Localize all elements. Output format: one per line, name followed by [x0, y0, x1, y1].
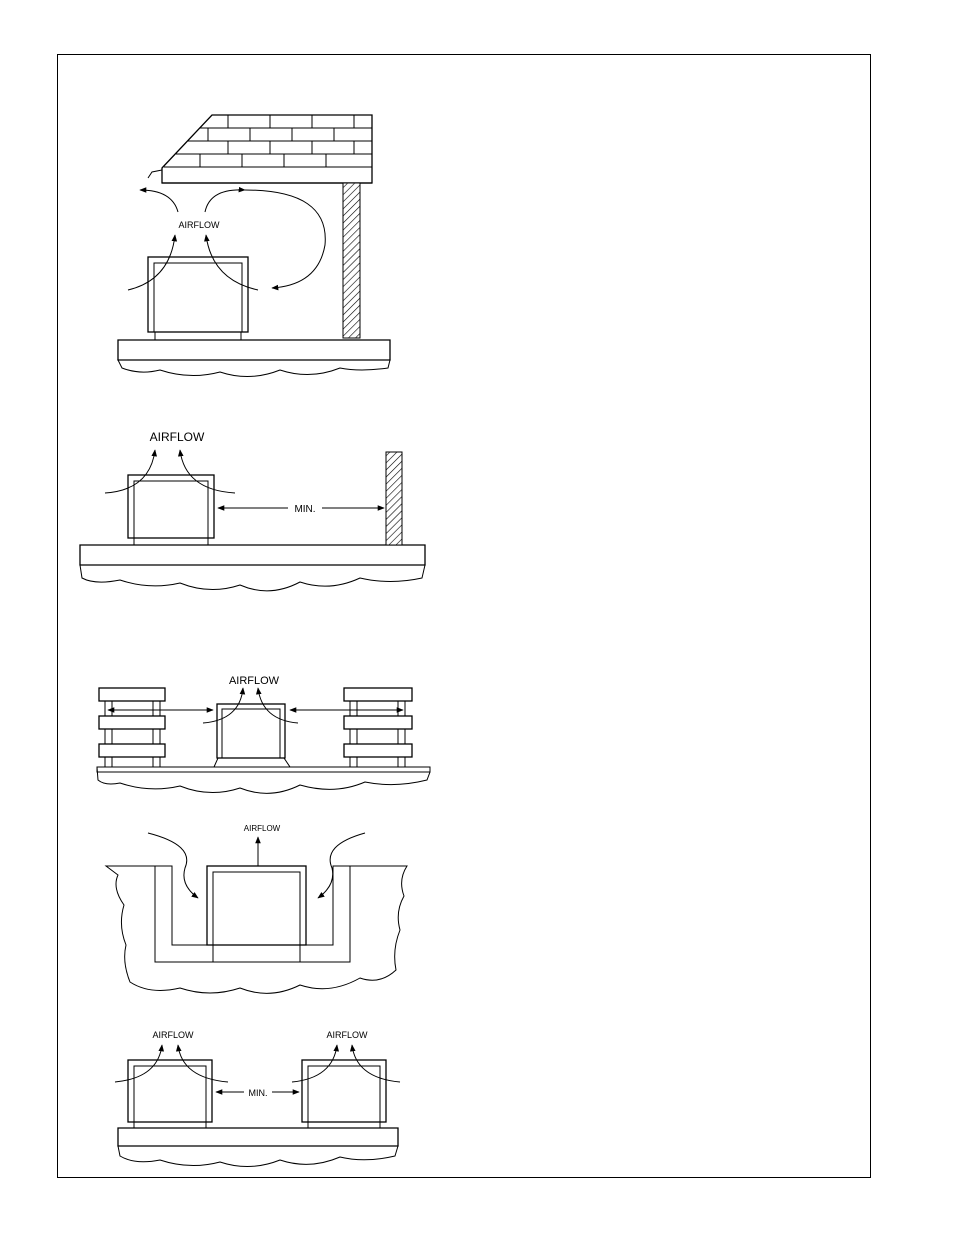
- soil: [106, 866, 407, 993]
- airflow-label: AIRFLOW: [150, 430, 205, 444]
- min-clearance-label: MIN.: [294, 504, 315, 515]
- airflow-label: AIRFLOW: [244, 824, 281, 833]
- slab: [118, 340, 390, 360]
- airflow-label: AIRFLOW: [229, 675, 280, 687]
- roof: [148, 115, 372, 183]
- wall: [386, 452, 402, 545]
- right-wall: [344, 688, 412, 767]
- min-clearance-label: MIN.: [249, 1088, 268, 1098]
- left-wall: [99, 688, 165, 767]
- airflow-label: AIRFLOW: [178, 220, 220, 230]
- slab: [80, 545, 425, 565]
- figure-wall-clearance: MIN. AIRFLOW: [80, 430, 425, 591]
- slab: [118, 1128, 398, 1146]
- figure-pit: AIRFLOW: [106, 824, 407, 993]
- condenser-unit-left: [128, 1060, 212, 1122]
- figure-overhang: AIRFLOW: [118, 115, 390, 377]
- airflow-label-right: AIRFLOW: [326, 1030, 368, 1040]
- soil: [118, 360, 390, 377]
- soil: [80, 565, 425, 591]
- figure-between-walls: AIRFLOW: [97, 675, 430, 793]
- soil: [97, 767, 430, 793]
- condenser-unit: [207, 866, 306, 945]
- figure-two-units: MIN. AIRFLOW AIRFLOW: [115, 1030, 400, 1167]
- wall: [343, 183, 360, 338]
- condenser-unit-right: [302, 1060, 386, 1122]
- soil: [118, 1146, 398, 1167]
- condenser-unit: [217, 704, 285, 758]
- airflow-label-left: AIRFLOW: [152, 1030, 194, 1040]
